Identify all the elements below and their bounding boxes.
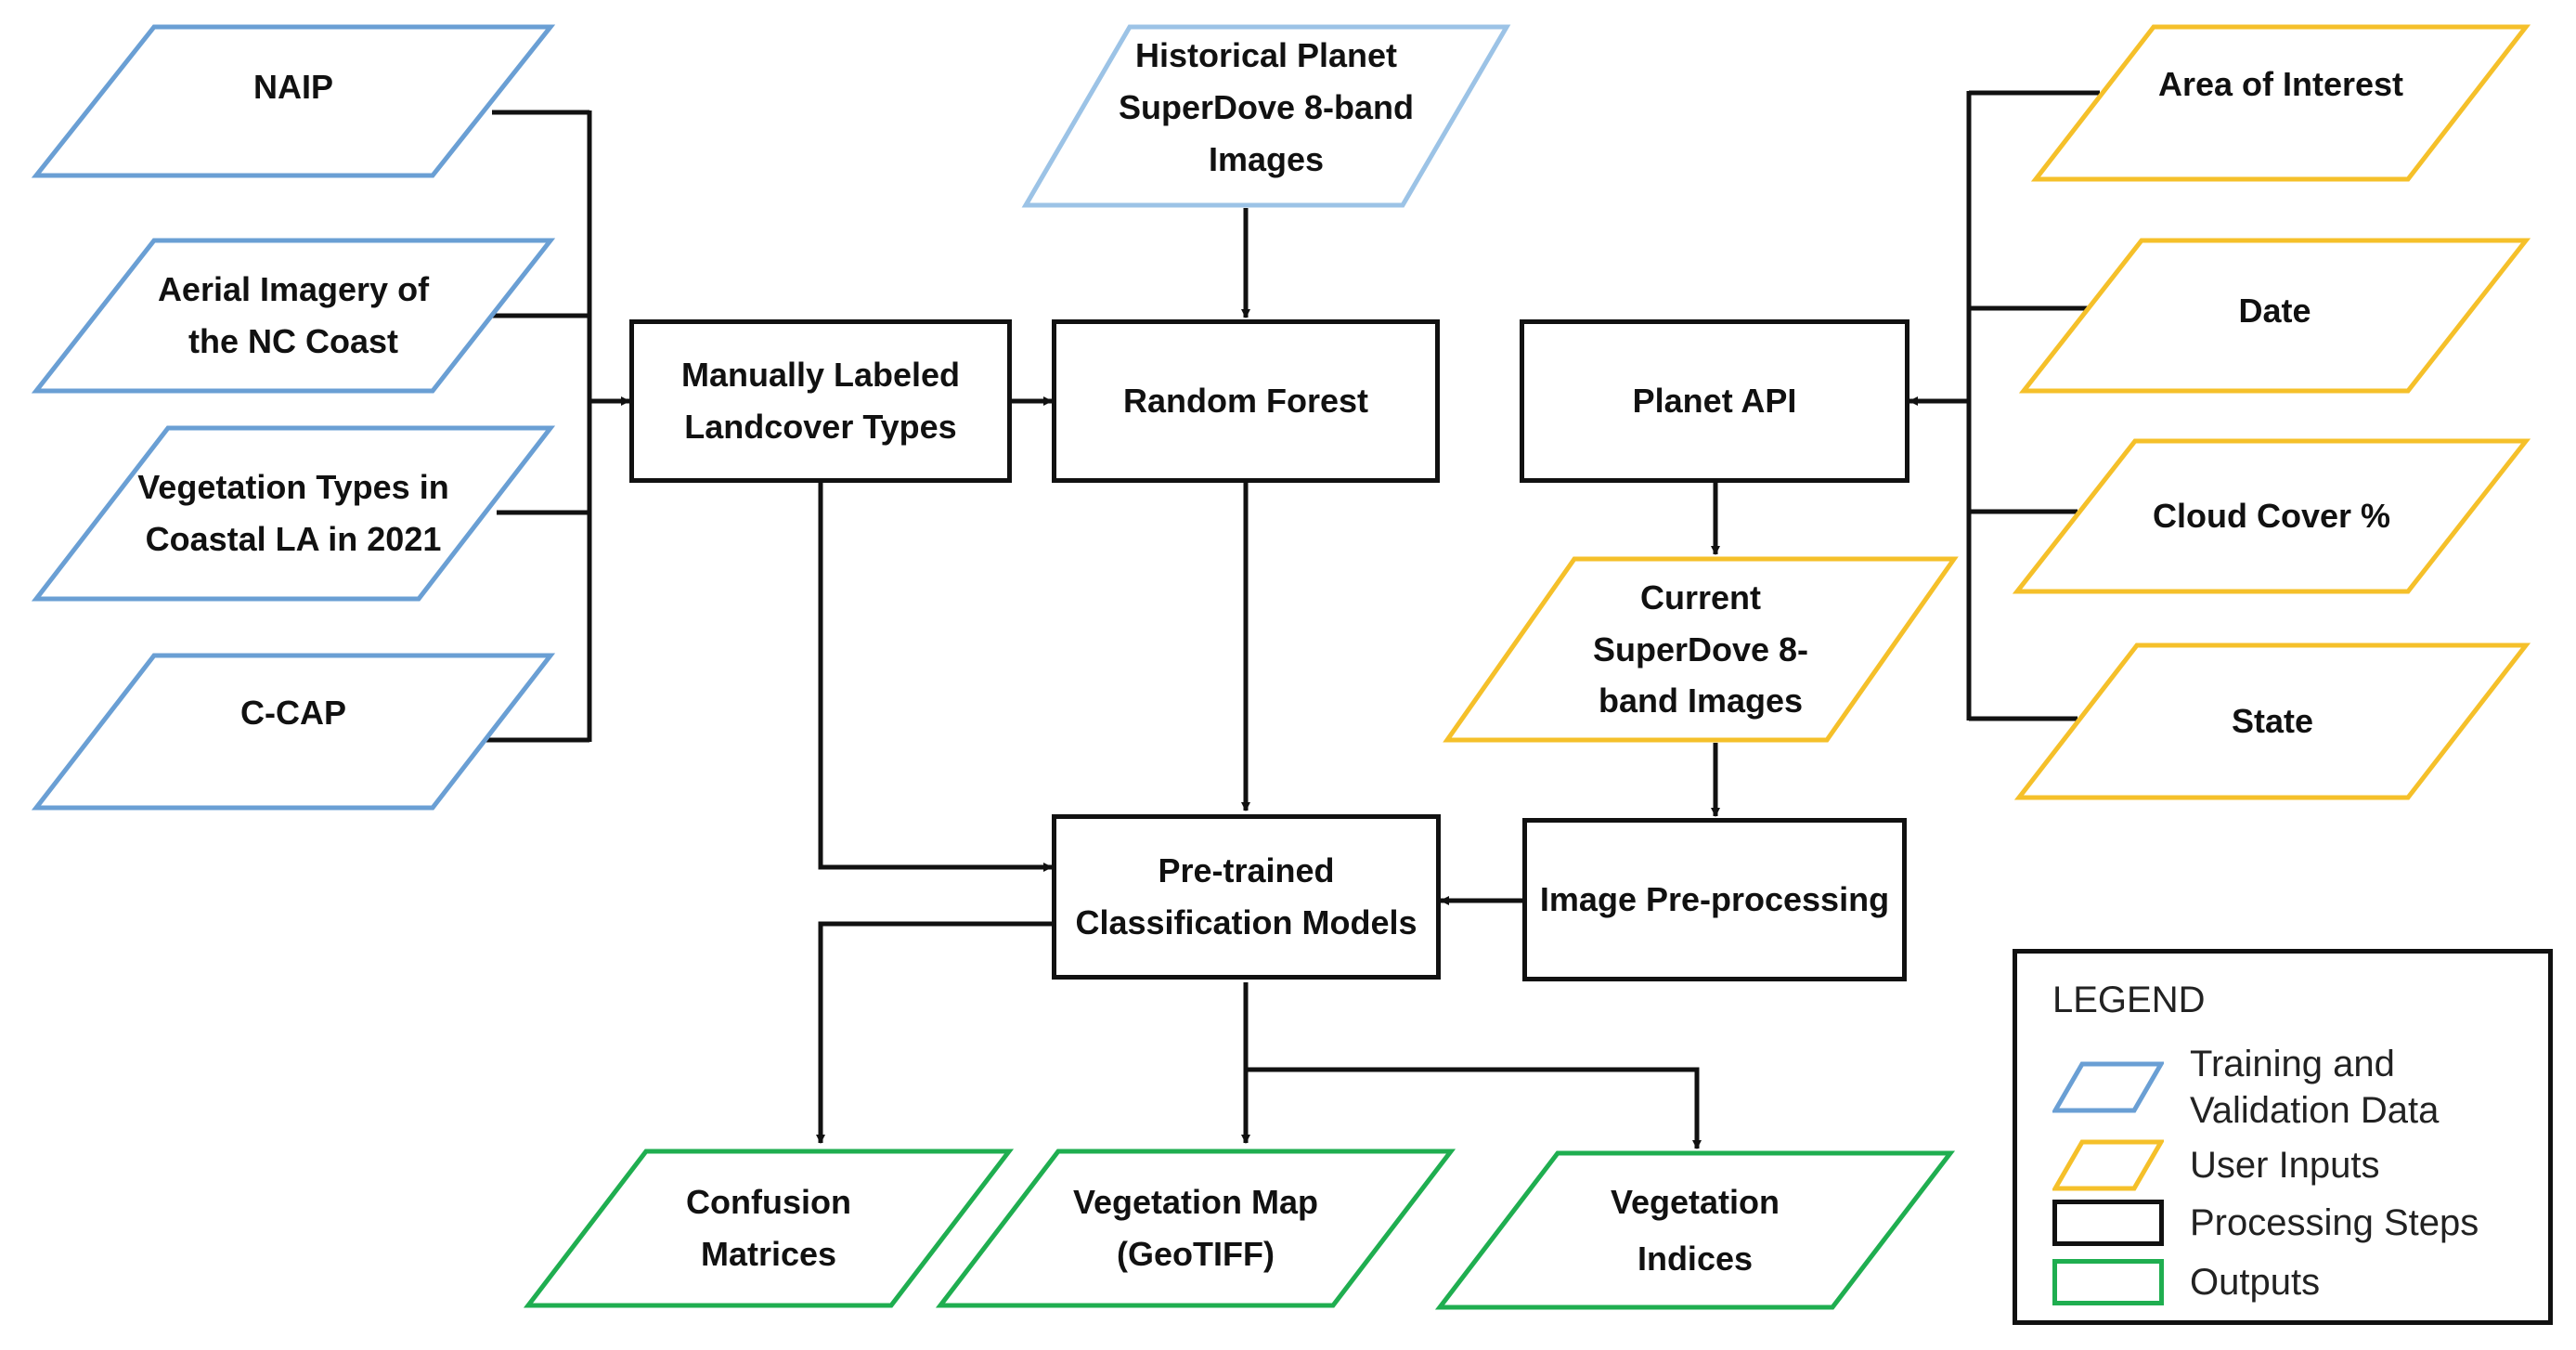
legend-swatch-parallelogram-icon	[2052, 1139, 2164, 1191]
node-current-superdove: Current SuperDove 8- band Images	[1443, 556, 1959, 743]
node-cloud-cover-label: Cloud Cover %	[2152, 497, 2391, 536]
node-manually-labeled-label: Manually Labeled Landcover Types	[680, 356, 961, 446]
legend: LEGEND Training and Validation Data User…	[2013, 949, 2553, 1325]
node-vegetation-types: Vegetation Types in Coastal LA in 2021	[31, 425, 556, 602]
node-ccap: C-CAP	[31, 653, 556, 811]
arrow-to-confusion	[816, 921, 1052, 1144]
node-date-label: Date	[2238, 292, 2311, 331]
legend-item-outputs: Outputs	[2052, 1256, 2535, 1308]
legend-label-user-inputs: User Inputs	[2190, 1145, 2380, 1186]
node-planet-api-label: Planet API	[1632, 382, 1797, 421]
node-naip: NAIP	[31, 24, 556, 178]
node-historical-planet: Historical Planet SuperDove 8-band Image…	[1021, 24, 1511, 208]
node-manually-labeled: Manually Labeled Landcover Types	[629, 319, 1012, 483]
node-naip-label: NAIP	[252, 68, 333, 107]
node-date: Date	[2018, 238, 2531, 394]
legend-label-training: Training and Validation Data	[2190, 1044, 2440, 1131]
node-pretrained-models: Pre-trained Classification Models	[1052, 814, 1441, 980]
node-vegetation-indices: Vegetation Indices	[1434, 1150, 1956, 1310]
node-pretrained-models-label: Pre-trained Classification Models	[1075, 851, 1417, 941]
legend-swatch-rectangle-icon	[2052, 1259, 2164, 1305]
node-image-preprocessing-label: Image Pre-processing	[1539, 880, 1890, 919]
legend-swatch-rectangle-icon	[2052, 1200, 2164, 1246]
node-aerial-imagery: Aerial Imagery of the NC Coast	[31, 238, 556, 394]
node-vegetation-types-label: Vegetation Types in Coastal LA in 2021	[137, 468, 449, 558]
node-ccap-label: C-CAP	[240, 694, 346, 733]
legend-item-user-inputs: User Inputs	[2052, 1136, 2535, 1195]
node-vegetation-map-label: Vegetation Map (GeoTIFF)	[1072, 1183, 1319, 1273]
node-random-forest-label: Random Forest	[1122, 382, 1369, 421]
legend-label-processing: Processing Steps	[2190, 1202, 2479, 1243]
node-state-label: State	[2231, 702, 2314, 741]
arrow-to-vegindices	[1246, 1067, 1702, 1149]
legend-item-training: Training and Validation Data	[2052, 1044, 2535, 1131]
node-image-preprocessing: Image Pre-processing	[1522, 818, 1907, 981]
node-random-forest: Random Forest	[1052, 319, 1440, 483]
node-area-of-interest: Area of Interest	[2030, 24, 2531, 182]
node-planet-api: Planet API	[1520, 319, 1909, 483]
legend-swatch-parallelogram-icon	[2052, 1061, 2164, 1113]
legend-label-outputs: Outputs	[2190, 1262, 2321, 1303]
node-area-of-interest-label: Area of Interest	[2157, 65, 2404, 104]
node-confusion-matrices-label: Confusion Matrices	[686, 1183, 851, 1273]
node-historical-planet-label: Historical Planet SuperDove 8-band Image…	[1118, 36, 1415, 178]
arrow-manual-to-pretrained	[818, 483, 1053, 872]
legend-item-processing: Processing Steps	[2052, 1197, 2535, 1249]
legend-title: LEGEND	[2052, 980, 2206, 1020]
node-aerial-imagery-label: Aerial Imagery of the NC Coast	[157, 270, 430, 360]
node-cloud-cover: Cloud Cover %	[2012, 438, 2531, 594]
node-state: State	[2013, 643, 2531, 800]
node-vegetation-indices-label: Vegetation Indices	[1610, 1182, 1780, 1278]
node-vegetation-map: Vegetation Map (GeoTIFF)	[935, 1149, 1456, 1308]
node-current-superdove-label: Current SuperDove 8- band Images	[1592, 578, 1809, 720]
node-confusion-matrices: Confusion Matrices	[523, 1149, 1015, 1308]
